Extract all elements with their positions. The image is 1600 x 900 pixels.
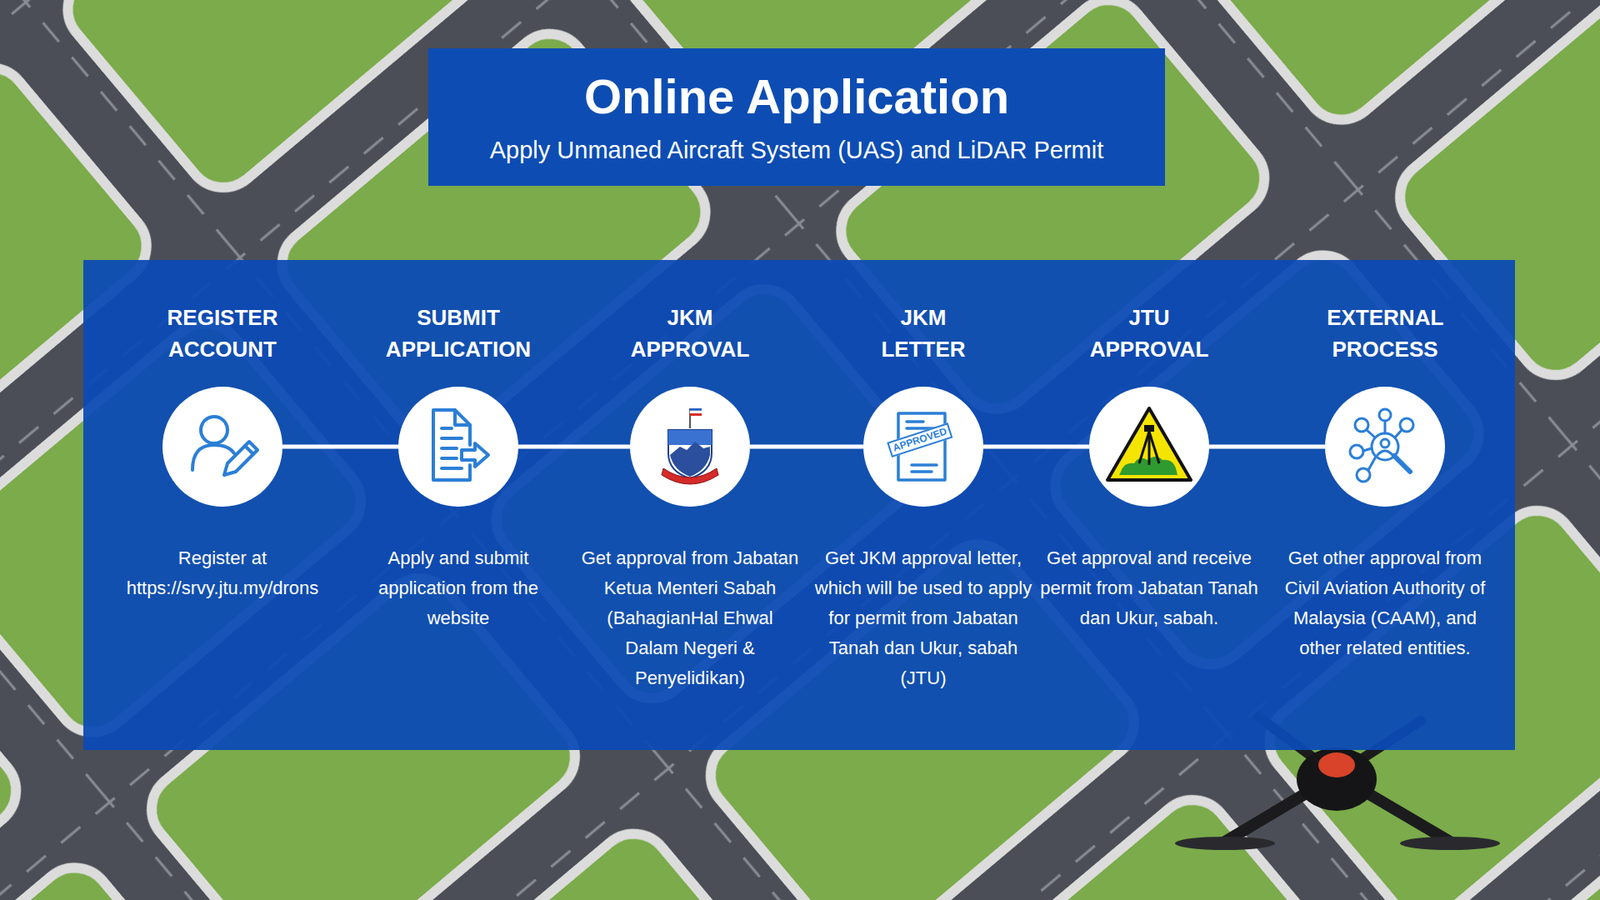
step-description: Get JKM approval letter, which will be u… [811, 543, 1035, 694]
connector-line [518, 445, 630, 450]
step-heading: EXTERNAL PROCESS [1326, 301, 1444, 365]
step-circle: JKM APPROVALGet approval from Jabatan Ke… [630, 386, 750, 507]
connector-line [983, 445, 1090, 450]
step-circle: JKM LETTERGet JKM approval letter, which… [863, 386, 984, 507]
step-heading: JTU APPROVAL [1090, 301, 1210, 365]
step-circle: EXTERNAL PROCESSGet other approval from … [1325, 386, 1445, 507]
stamp-label: APPROVED [886, 422, 953, 458]
step-connector [750, 446, 864, 448]
user-icon [192, 416, 258, 475]
step-heading: JKM LETTER [880, 301, 965, 365]
step-heading: JKM APPROVAL [630, 301, 750, 365]
network-icon [1350, 409, 1414, 482]
connector-line [1209, 445, 1325, 450]
step-circle: SUBMIT APPLICATIONApply and submit appli… [398, 386, 519, 507]
survey-icon [1107, 408, 1191, 480]
step-description: Get other approval from Civil Aviation A… [1273, 543, 1497, 664]
step-description: Apply and submit application from the we… [346, 543, 570, 634]
step-heading: REGISTER ACCOUNT [167, 301, 279, 365]
step-connector [282, 446, 399, 448]
connector-line [750, 445, 864, 450]
step-connector [518, 446, 630, 448]
step-circle: JTU APPROVALGet approval and receive per… [1089, 386, 1210, 507]
crest-icon [661, 408, 719, 485]
step-description: Register at https://srvy.jtu.my/drons [110, 543, 335, 604]
step-heading: SUBMIT APPLICATION [385, 301, 531, 365]
step-description: Get approval and receive permit from Jab… [1037, 543, 1261, 634]
subtitle: Apply Unmaned Aircraft System (UAS) and … [490, 135, 1105, 165]
diagram-title: Online Application [584, 69, 1010, 125]
step-circle: REGISTER ACCOUNTRegister at https://srvy… [162, 386, 283, 507]
connector-line [282, 445, 399, 450]
step-description: Get approval from Jabatan Ketua Menteri … [578, 543, 802, 694]
title-banner: Online ApplicationApply Unmaned Aircraft… [428, 48, 1165, 186]
step-connector [983, 446, 1090, 448]
document-icon [433, 410, 489, 480]
steps-panel [83, 260, 1515, 750]
step-connector [1209, 446, 1325, 448]
